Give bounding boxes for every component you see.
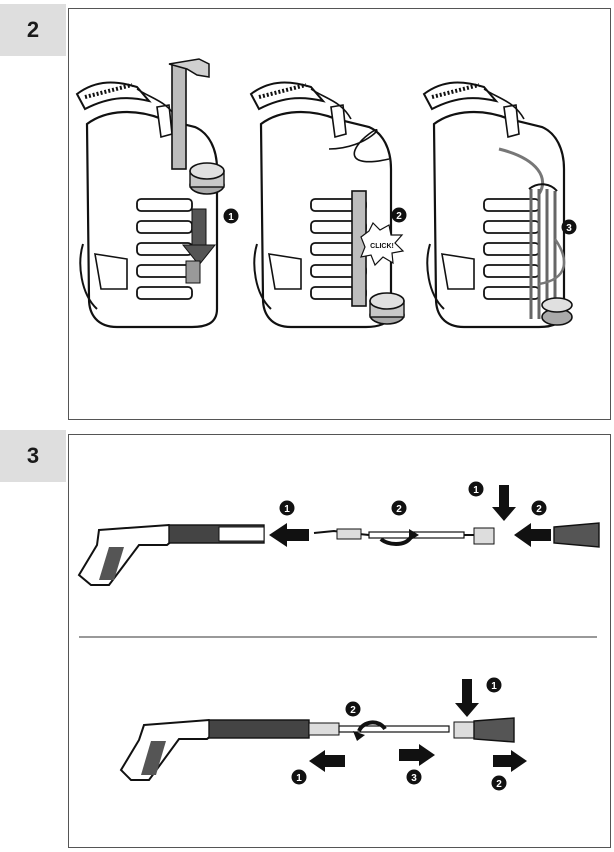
- callout-b1: [291, 769, 307, 785]
- callout-b5: [491, 775, 507, 791]
- coiled-hose: [498, 147, 573, 326]
- callout-2: [391, 207, 407, 223]
- svg-text:2: 2: [350, 705, 356, 716]
- callout-b2: [345, 701, 361, 717]
- svg-text:1: 1: [284, 504, 290, 515]
- step-number-2: 2: [0, 4, 66, 56]
- svg-text:2: 2: [396, 504, 402, 515]
- svg-text:1: 1: [473, 485, 479, 496]
- nozzle: [553, 522, 600, 548]
- hose-hanger-illustration: 1 CLICK! 2 3: [75, 58, 577, 329]
- callout-t3: [468, 481, 484, 497]
- hose-hanger-attached: [351, 190, 405, 325]
- arrow-left-icon: [309, 750, 345, 772]
- callout-b4: [406, 769, 422, 785]
- callout-t4: [531, 500, 547, 516]
- click-label: CLICK!: [370, 243, 394, 250]
- spray-gun-assembly-illustration: 1 2 1 2: [77, 481, 600, 791]
- rotate-arrow-icon: [353, 720, 387, 741]
- svg-text:3: 3: [411, 773, 417, 784]
- step-3-panel: 1 2 1 2: [68, 434, 611, 848]
- callout-1-label: 1: [228, 212, 234, 223]
- callout-b3: [486, 677, 502, 693]
- step-2-panel: 1 CLICK! 2 3: [68, 8, 611, 420]
- arrow-right-icon: [399, 744, 435, 766]
- svg-text:1: 1: [296, 773, 302, 784]
- step-number-3: 3: [0, 430, 66, 482]
- arrow-left-icon: [514, 523, 551, 547]
- arrow-down-icon: [492, 485, 516, 521]
- spray-gun-handle: [77, 523, 265, 586]
- pressure-washer-body-3: [422, 80, 566, 329]
- pressure-washer-body-2: [249, 80, 393, 329]
- callout-3: [561, 219, 577, 235]
- callout-3-label: 3: [566, 223, 572, 234]
- hose-loop: [328, 129, 390, 163]
- pressure-washer-body-1: [75, 80, 219, 329]
- rotate-arrow-icon: [379, 529, 419, 546]
- callout-1: [223, 208, 239, 224]
- arrow-left-icon: [269, 523, 309, 547]
- arrow-down-icon: [455, 679, 479, 717]
- arrow-down-icon: [181, 208, 217, 284]
- callout-t1: [279, 500, 295, 516]
- callout-t2: [391, 500, 407, 516]
- callout-2-label: 2: [396, 211, 402, 222]
- spray-gun-assembled: [119, 717, 515, 781]
- svg-text:2: 2: [496, 779, 502, 790]
- hose-hanger-lifted: [168, 58, 225, 195]
- svg-text:1: 1: [491, 681, 497, 692]
- arrow-right-icon: [493, 750, 527, 772]
- svg-text:2: 2: [536, 504, 542, 515]
- click-burst-icon: CLICK!: [360, 221, 405, 267]
